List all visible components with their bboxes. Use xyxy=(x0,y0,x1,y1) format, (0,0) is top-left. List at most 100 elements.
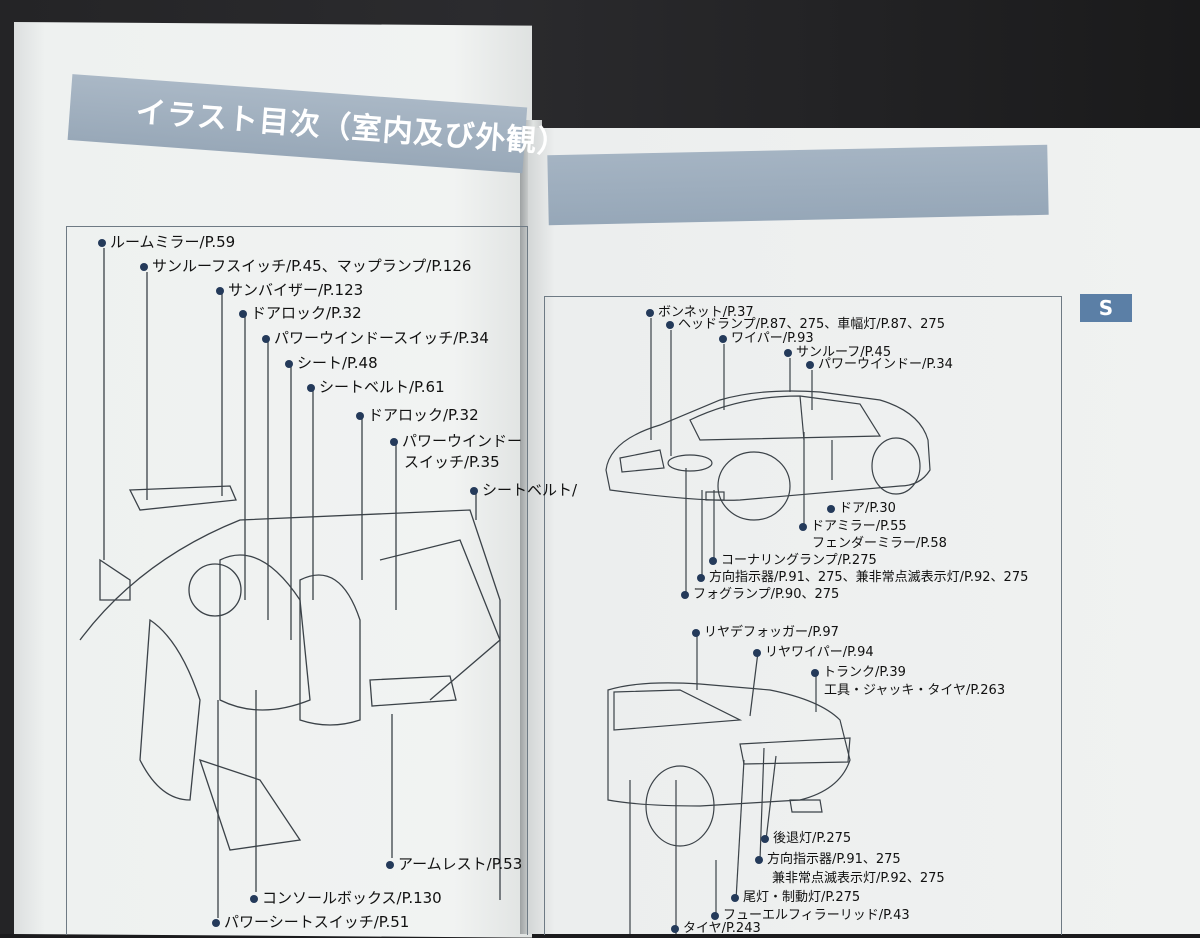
callout-dot xyxy=(709,556,717,565)
label-text: ヘッドランプ/P.87、275、車幅灯/P.87、275 xyxy=(678,317,945,332)
rear-car-window xyxy=(613,689,743,731)
rear-lamp-cluster xyxy=(739,737,851,765)
label-power-seat-switch: パワーシートスイッチ/P.51 xyxy=(212,913,410,931)
front-seat-shape xyxy=(219,554,311,711)
label-text: パワーウインドー xyxy=(402,432,523,450)
label-seat: シート/P.48 xyxy=(285,354,378,372)
callout-dot xyxy=(681,590,689,599)
label-hazard-rear: 兼非常点滅表示灯/P.92、275 xyxy=(772,871,945,887)
callout-dot xyxy=(140,262,148,271)
exterior-illustration-frame xyxy=(544,296,1062,935)
label-power-window-switch: パワーウインドースイッチ/P.34 xyxy=(262,329,489,347)
label-text: パワーシートスイッチ/P.51 xyxy=(224,913,410,931)
label-text: コンソールボックス/P.130 xyxy=(262,889,442,907)
interior-illustration-frame xyxy=(66,226,528,935)
callout-dot xyxy=(697,573,705,582)
label-text: サンバイザー/P.123 xyxy=(228,281,364,299)
steering-wheel-shape xyxy=(188,563,242,617)
front-car-pillar xyxy=(799,395,805,441)
label-tail-brake-lamp: 尾灯・制動灯/P.275 xyxy=(731,890,860,906)
label-text: コーナリングランプ/P.275 xyxy=(721,553,877,568)
sun-visor-shape xyxy=(128,485,237,511)
label-turn-signal-front: 方向指示器/P.91、275、兼非常点滅表示灯/P.92、275 xyxy=(697,570,1029,586)
label-text: リヤデフォッガー/P.97 xyxy=(704,625,839,640)
label-rear-wiper: リヤワイパー/P.94 xyxy=(753,645,874,661)
front-car-windows xyxy=(689,395,882,441)
label-text: ボンネット/P.37 xyxy=(658,305,754,320)
callout-dot xyxy=(646,308,654,317)
callout-dot xyxy=(719,334,727,343)
label-fuel-filler-lid: フューエルフィラーリッド/P.43 xyxy=(711,908,910,924)
label-room-mirror: ルームミラー/P.59 xyxy=(98,233,236,251)
label-door-lock: ドアロック/P.32 xyxy=(239,304,362,322)
label-text: サンルーフスイッチ/P.45、マップランプ/P.126 xyxy=(152,257,472,275)
label-text: 方向指示器/P.91、275 xyxy=(767,852,901,867)
callout-dot xyxy=(285,359,293,368)
rear-car-wheel xyxy=(645,765,715,847)
dashboard-shape xyxy=(139,618,201,801)
label-cornering-lamp: コーナリングランプ/P.275 xyxy=(709,553,877,569)
label-text: タイヤ/P.243 xyxy=(683,921,761,936)
rear-wheel xyxy=(871,437,921,495)
callout-dot xyxy=(799,522,807,531)
label-armrest: アームレスト/P.53 xyxy=(386,855,523,873)
leader-line xyxy=(735,759,745,901)
mirror-shape xyxy=(99,558,131,601)
label-text: ドアロック/P.32 xyxy=(251,304,362,322)
callout-dot xyxy=(692,628,700,637)
label-seat-belt: シートベルト/P.61 xyxy=(307,378,445,396)
callout-dot xyxy=(755,855,763,864)
leader-line xyxy=(765,755,777,841)
label-text: 兼非常点滅表示灯/P.92、275 xyxy=(772,871,945,886)
callout-dot xyxy=(390,437,398,446)
label-headlamp: ヘッドランプ/P.87、275、車幅灯/P.87、275 xyxy=(666,317,945,333)
callout-dot xyxy=(470,486,478,495)
cabin-outline xyxy=(79,509,501,900)
callout-dot xyxy=(356,411,364,420)
label-door: ドア/P.30 xyxy=(827,501,896,517)
fog-lamp xyxy=(705,491,725,501)
label-wiper: ワイパー/P.93 xyxy=(719,331,814,347)
label-text: フォグランプ/P.90、275 xyxy=(693,587,840,602)
label-power-window-ext: パワーウインドー/P.34 xyxy=(806,357,953,373)
rear-car-body xyxy=(607,682,851,807)
label-backup-lamp: 後退灯/P.275 xyxy=(761,831,852,847)
callout-dot xyxy=(250,894,258,903)
leader-line xyxy=(749,651,759,717)
front-grille xyxy=(619,449,665,473)
label-text: アームレスト/P.53 xyxy=(398,855,523,873)
label-tire: タイヤ/P.243 xyxy=(671,921,761,937)
callout-dot xyxy=(307,383,315,392)
label-text: ドアミラー/P.55 xyxy=(811,519,907,534)
callout-dot xyxy=(666,320,674,329)
rear-car-drawing xyxy=(607,632,851,934)
label-text: ドアロック/P.32 xyxy=(368,406,479,424)
label-bonnet: ボンネット/P.37 xyxy=(646,305,754,321)
label-seat-belt-2: シートベルト/ xyxy=(470,481,578,499)
label-power-window: パワーウインドー xyxy=(390,432,523,450)
label-text: パワーウインドースイッチ/P.34 xyxy=(274,329,489,347)
label-text: シートベルト/P.61 xyxy=(319,378,445,396)
label-fog-lamp: フォグランプ/P.90、275 xyxy=(681,587,840,603)
label-text: シート/P.48 xyxy=(297,354,378,372)
label-text: リヤワイパー/P.94 xyxy=(765,645,874,660)
label-tools-jack-tire: 工具・ジャッキ・タイヤ/P.263 xyxy=(824,683,1005,699)
label-text: ルームミラー/P.59 xyxy=(110,233,236,251)
callout-dot xyxy=(811,668,819,677)
label-text: シートベルト/ xyxy=(482,481,578,499)
callout-dot xyxy=(386,860,394,869)
interior-drawing xyxy=(79,248,501,918)
callout-dot xyxy=(753,648,761,657)
label-text: 方向指示器/P.91、275、兼非常点滅表示灯/P.92、275 xyxy=(709,570,1029,585)
rear-seat-shape xyxy=(379,539,501,701)
label-trunk: トランク/P.39 xyxy=(811,665,906,681)
label-door-mirror: ドアミラー/P.55 xyxy=(799,519,907,535)
label-sun-visor: サンバイザー/P.123 xyxy=(216,281,364,299)
leader-line xyxy=(759,747,765,861)
label-text: 後退灯/P.275 xyxy=(773,831,852,846)
callout-dot xyxy=(806,360,814,369)
label-text: フューエルフィラーリッド/P.43 xyxy=(723,908,910,923)
label-text: フェンダーミラー/P.58 xyxy=(812,536,947,551)
callout-dot xyxy=(262,334,270,343)
console-shape xyxy=(198,758,302,851)
